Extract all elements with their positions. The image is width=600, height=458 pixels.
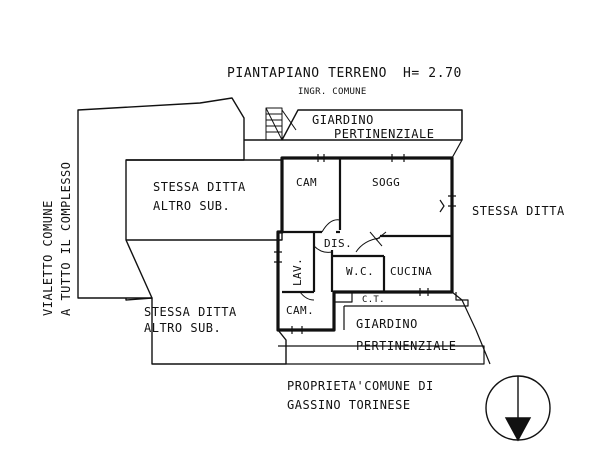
room-wc: W.C. bbox=[346, 265, 375, 278]
room-living: SOGG bbox=[372, 176, 401, 189]
same-owner-bottom-1: STESSA DITTA bbox=[144, 305, 237, 319]
room-laundry: LAV. bbox=[291, 257, 304, 286]
garden-top-label-2: PERTINENZIALE bbox=[334, 127, 435, 141]
room-hallway: DIS. bbox=[324, 237, 353, 250]
same-owner-left-2: ALTRO SUB. bbox=[153, 199, 231, 213]
entrance-stairs bbox=[265, 107, 283, 141]
common-entrance-label: INGR. COMUNE bbox=[298, 87, 367, 97]
ct-room bbox=[333, 292, 353, 303]
garden-bottom-label-2: PERTINENZIALE bbox=[356, 339, 457, 353]
same-owner-left-1: STESSA DITTA bbox=[153, 180, 246, 194]
garden-bottom-label-1: GIARDINO bbox=[356, 317, 418, 331]
plan-title: PIANTAPIANO TERRENO bbox=[227, 66, 388, 81]
neighbour-bottom-block bbox=[125, 297, 287, 365]
same-owner-bottom-2: ALTRO SUB. bbox=[144, 321, 222, 335]
garden-top-label-1: GIARDINO bbox=[312, 113, 374, 127]
right-property-line bbox=[451, 110, 491, 365]
same-owner-right: STESSA DITTA bbox=[472, 204, 565, 218]
municipal-property-label-1: PROPRIETA'COMUNE DI bbox=[287, 379, 434, 393]
municipal-property-label-2: GASSINO TORINESE bbox=[287, 398, 411, 412]
common-path-label-1: VIALETTO COMUNE bbox=[41, 200, 55, 316]
north-arrow-icon bbox=[485, 375, 551, 442]
room-kitchen: CUCINA bbox=[390, 265, 433, 278]
room-bedroom-bottom: CAM. bbox=[286, 304, 315, 317]
common-path-label-2: A TUTTO IL COMPLESSO bbox=[59, 161, 73, 317]
vialetto-boundary bbox=[77, 97, 245, 299]
garden-bottom-boundary bbox=[344, 292, 469, 307]
room-boiler: C.T. bbox=[362, 295, 385, 305]
room-bedroom-top: CAM bbox=[296, 176, 318, 189]
ceiling-height: H= 2.70 bbox=[403, 66, 462, 81]
